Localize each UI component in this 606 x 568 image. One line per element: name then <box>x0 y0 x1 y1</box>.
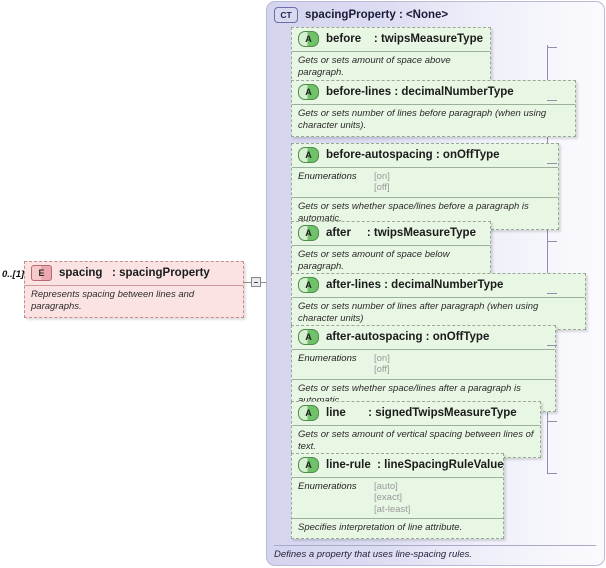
tree-connector-stub <box>547 473 557 474</box>
tree-connector-stub <box>547 163 557 164</box>
connector-line-left <box>244 282 252 283</box>
attribute-name-label: before-autospacing : onOffType <box>326 149 500 161</box>
attribute-description: Gets or sets number of lines after parag… <box>292 297 585 329</box>
element-node-spacing[interactable]: E spacing : spacingProperty Represents s… <box>24 261 244 318</box>
element-title-row: E spacing : spacingProperty <box>25 262 243 285</box>
attribute-badge-icon: A <box>298 457 319 473</box>
attribute-name-label: before-lines : decimalNumberType <box>326 86 514 98</box>
attribute-enumerations-row: Enumerations [auto][exact][at-least] <box>292 477 503 518</box>
attribute-name-label: line : signedTwipsMeasureType <box>326 407 517 419</box>
attribute-enumerations-row: Enumerations [on][off] <box>292 349 555 379</box>
element-badge-icon: E <box>31 265 52 281</box>
enumerations-label: Enumerations <box>298 171 357 182</box>
complex-type-footer-description: Defines a property that uses line-spacin… <box>274 545 596 560</box>
attribute-description: Gets or sets amount of space below parag… <box>292 245 490 277</box>
enumeration-values: [auto][exact][at-least] <box>374 481 410 515</box>
complex-type-header: CT spacingProperty : <None> <box>267 2 604 23</box>
enumeration-value: [on] <box>374 171 390 182</box>
element-name-label: spacing : spacingProperty <box>59 267 210 279</box>
attribute-badge-icon: A <box>298 147 319 163</box>
enumeration-value: [off] <box>374 364 390 376</box>
attribute-badge-icon: A <box>298 84 319 100</box>
tree-connector-stub <box>547 293 557 294</box>
enumeration-values: [on][off] <box>374 171 390 194</box>
element-description: Represents spacing between lines and par… <box>25 285 243 317</box>
tree-connector-stub <box>547 47 557 48</box>
enumeration-value: [exact] <box>374 492 402 504</box>
attribute-name-label: line-rule : lineSpacingRuleValue <box>326 459 504 471</box>
attribute-badge-icon: A <box>298 329 319 345</box>
tree-connector-stub <box>547 241 557 242</box>
attribute-description: Gets or sets number of lines before para… <box>292 104 575 136</box>
enumeration-value: [on] <box>374 353 390 364</box>
collapse-toggle-icon[interactable] <box>251 277 261 287</box>
cardinality-label: 0..[1] <box>2 269 25 280</box>
attribute-badge-icon: A <box>298 225 319 241</box>
enumeration-value: [auto] <box>374 481 398 492</box>
enumerations-label: Enumerations <box>298 481 357 492</box>
attribute-enumerations-row: Enumerations [on][off] <box>292 167 558 197</box>
attribute-badge-icon: A <box>298 277 319 293</box>
attribute-description: Specifies interpretation of line attribu… <box>292 518 503 538</box>
attribute-name-label: before : twipsMeasureType <box>326 33 483 45</box>
enumeration-values: [on][off] <box>374 353 390 376</box>
attribute-description: Gets or sets whether space/lines after a… <box>292 378 555 411</box>
tree-connector-stub <box>547 345 557 346</box>
enumeration-value: [off] <box>374 182 390 194</box>
attribute-badge-icon: A <box>298 31 319 47</box>
attribute-name-label: after-lines : decimalNumberType <box>326 279 504 291</box>
tree-connector-stub <box>547 100 557 101</box>
complex-type-badge-icon: CT <box>274 7 298 23</box>
enumeration-value: [at-least] <box>374 503 411 515</box>
complex-type-title: spacingProperty : <None> <box>305 9 449 21</box>
tree-connector-stub <box>547 421 557 422</box>
attribute-description: Gets or sets amount of space above parag… <box>292 51 490 83</box>
attribute-description: Gets or sets amount of vertical spacing … <box>292 425 540 457</box>
attribute-badge-icon: A <box>298 405 319 421</box>
attribute-description: Gets or sets whether space/lines before … <box>292 196 558 229</box>
attribute-name-label: after-autospacing : onOffType <box>326 331 490 343</box>
tree-connector-line <box>547 45 548 474</box>
attribute-name-label: after : twipsMeasureType <box>326 227 476 239</box>
enumerations-label: Enumerations <box>298 353 357 364</box>
